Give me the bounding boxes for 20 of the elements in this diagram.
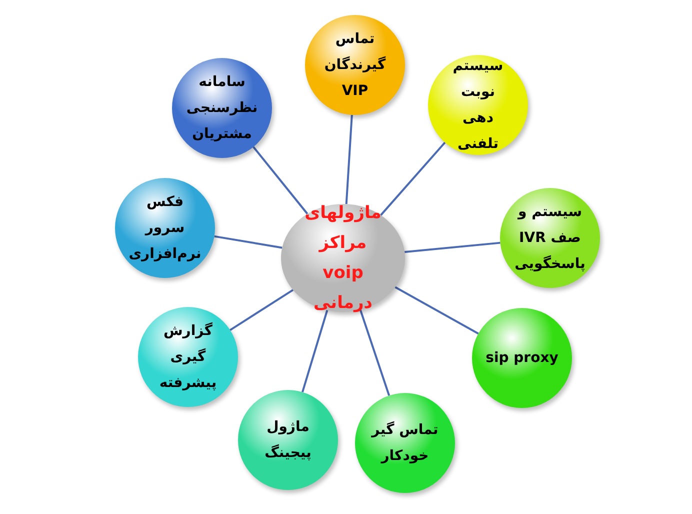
module-label: sip proxy xyxy=(484,349,560,368)
module-label: فکس سرور نرم‌افزاری xyxy=(128,193,202,264)
hub-title: ماژولهای مراکز voip درمانی xyxy=(304,202,382,315)
connector-line xyxy=(252,146,308,214)
connector-line xyxy=(345,114,353,204)
connector-line xyxy=(302,310,328,392)
module-label: تماس گیرندگان VIP xyxy=(323,30,387,101)
connector-line xyxy=(359,310,390,396)
connector-line xyxy=(214,235,282,249)
connector-line xyxy=(380,142,446,216)
module-label: تماس گیر خودکار xyxy=(370,420,440,466)
connector-line xyxy=(404,242,500,254)
module-label: سامانه نظرسنجی مشتریان xyxy=(185,73,259,144)
connector-line xyxy=(394,286,479,334)
module-label: گزارش گیری پیشرفته xyxy=(158,321,218,393)
module-label: ماژول پیجینگ xyxy=(264,418,312,463)
module-label: سیستم و صف IVR پاسخگویی xyxy=(514,203,586,274)
connector-line xyxy=(230,289,294,331)
module-label: سیستم نوبت دهی تلفنی xyxy=(452,57,504,154)
hub-ellipse xyxy=(281,204,405,312)
